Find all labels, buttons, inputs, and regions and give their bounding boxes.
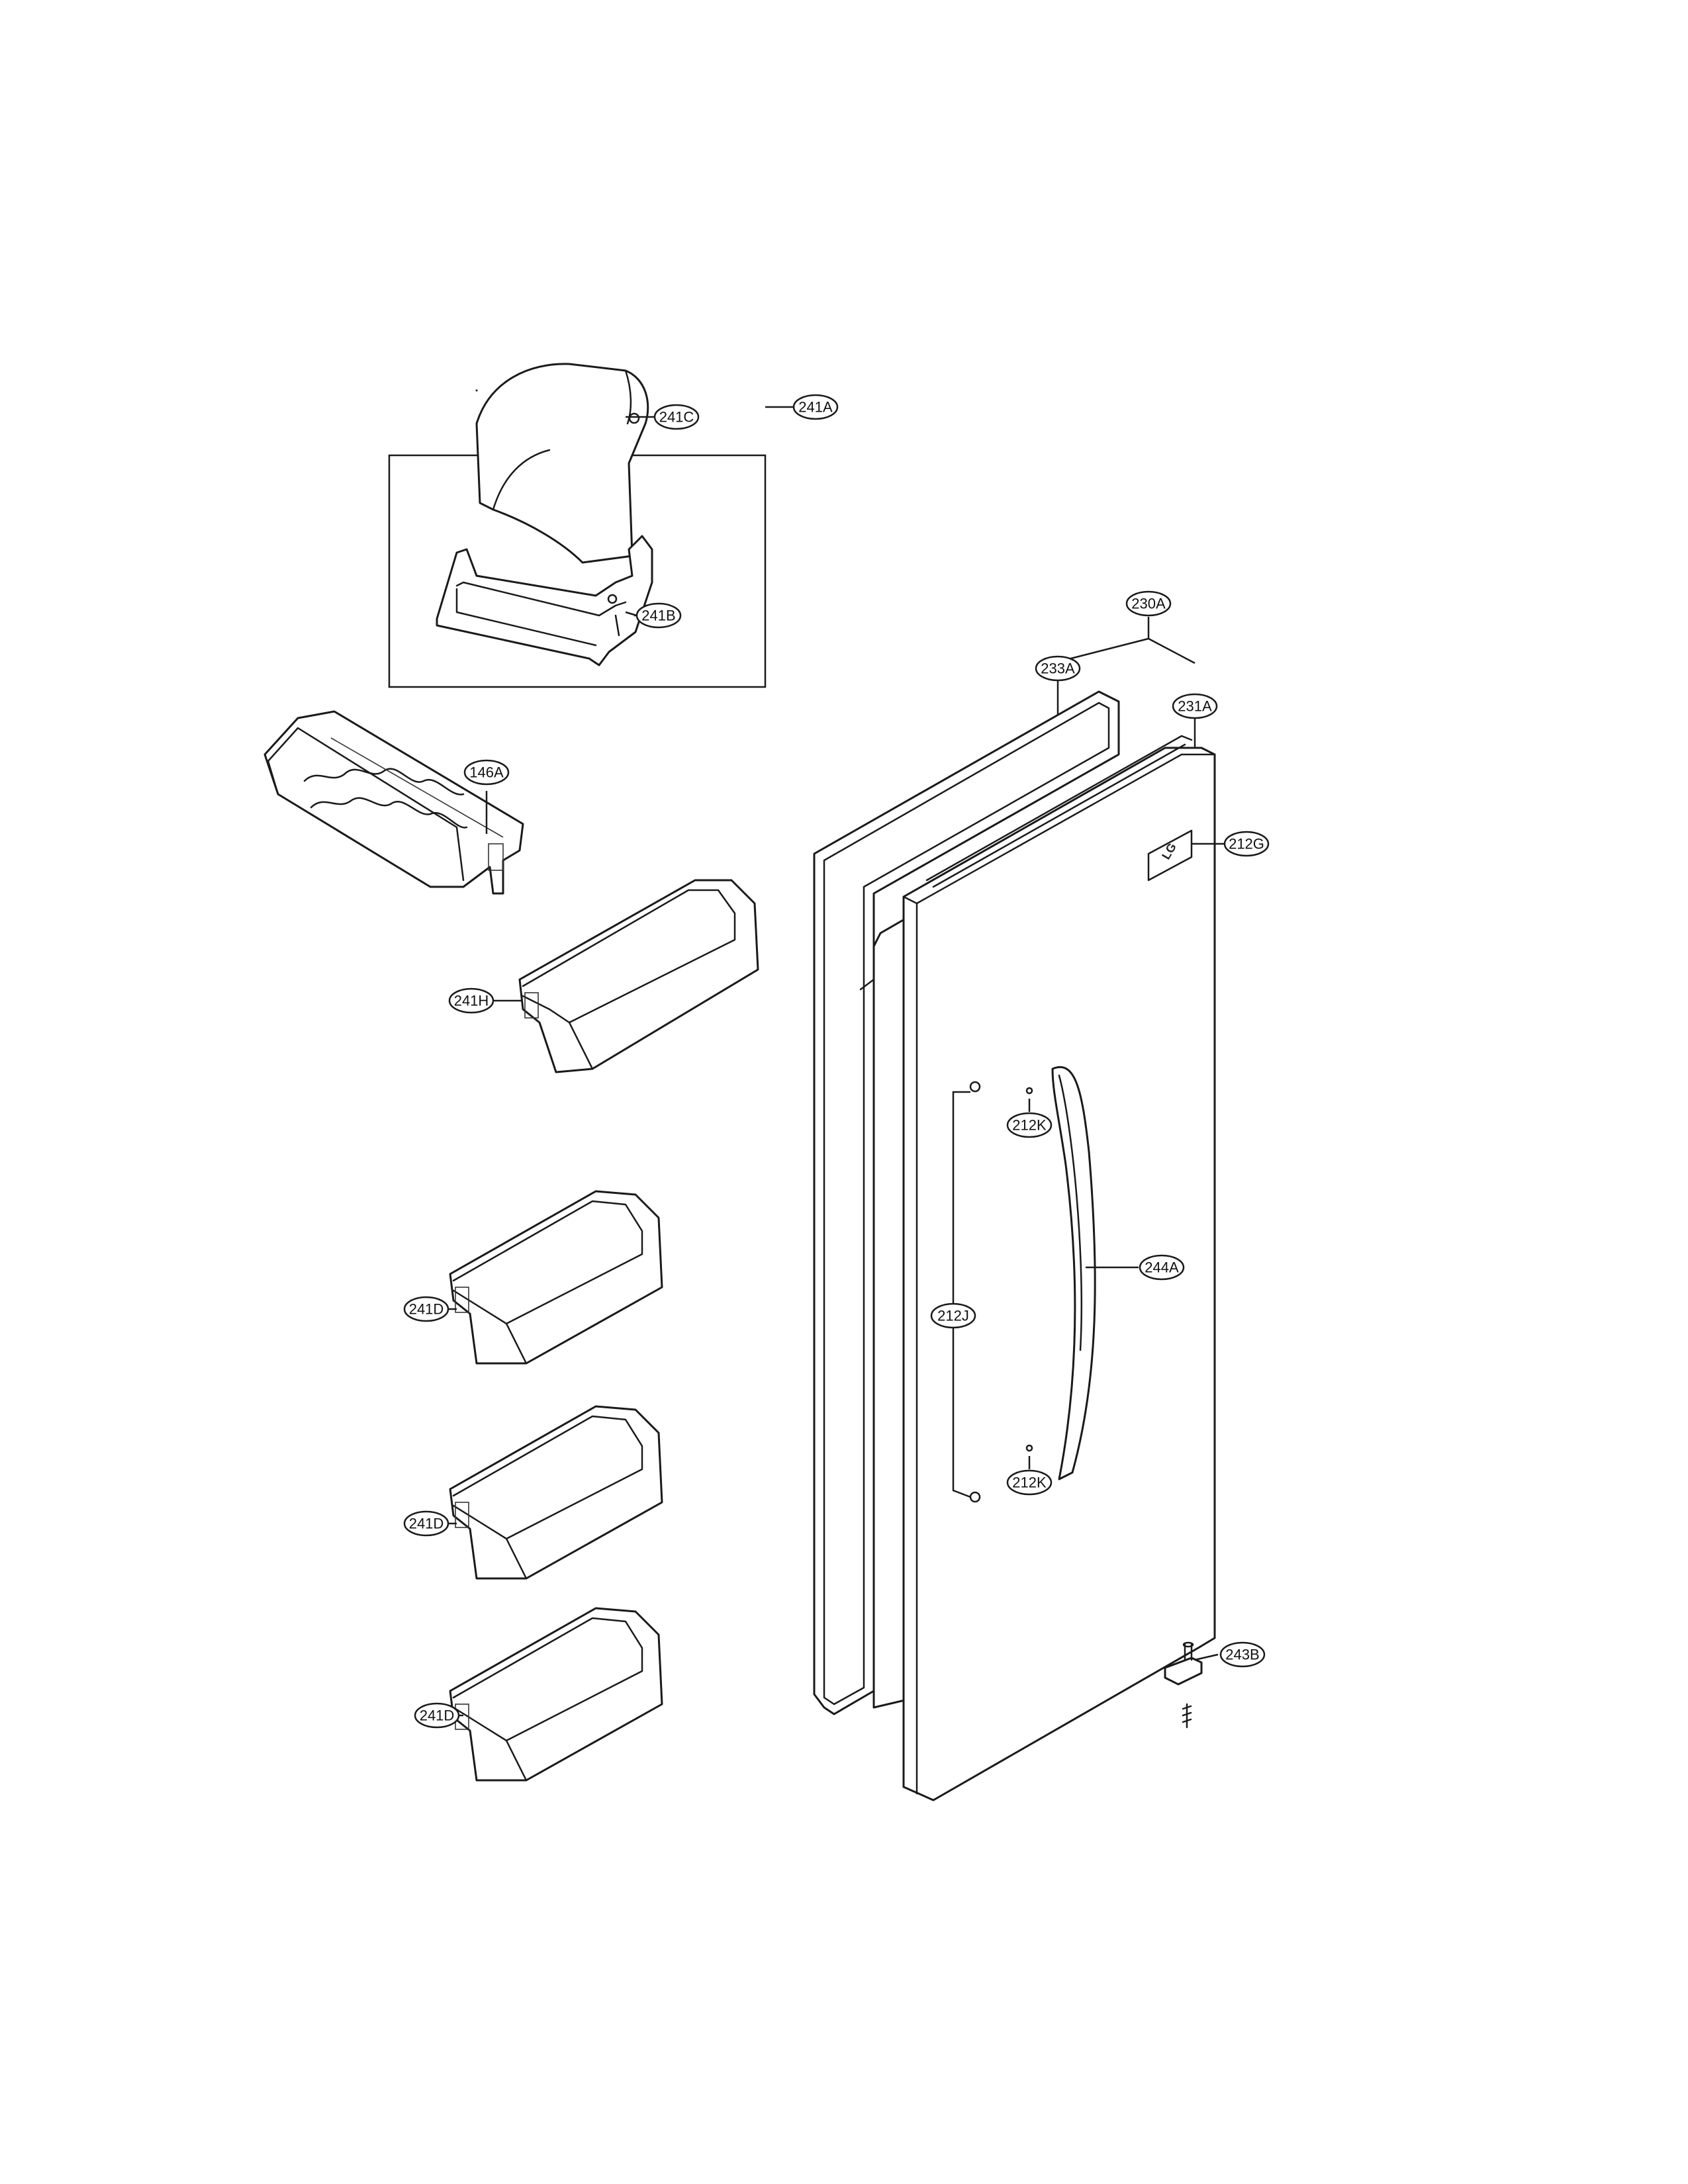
- bin-241d-middle: [449, 1405, 663, 1580]
- cap-bottom: [1025, 1444, 1033, 1452]
- callout-241c-text: 241C: [659, 409, 694, 426]
- callout-241c: 241C: [653, 404, 700, 430]
- door-hinge: [1164, 1641, 1203, 1729]
- shelf-clip: [488, 843, 504, 871]
- callout-212g: 212G: [1223, 831, 1270, 857]
- bin-241h-rim: [522, 889, 736, 1024]
- leader-241b: [625, 611, 637, 617]
- bin-241d-middle-rim: [452, 1415, 643, 1540]
- leader-230a: [1057, 617, 1196, 664]
- callout-244a-text: 244A: [1145, 1259, 1179, 1276]
- door-top-lip: [925, 735, 1193, 882]
- callout-243b-text: 243B: [1225, 1647, 1259, 1663]
- handle-screw-top: [969, 1081, 981, 1093]
- callout-241d-bottom: 241D: [414, 1702, 460, 1729]
- bin-241d-middle-body: [449, 1405, 663, 1580]
- callout-230a: 230A: [1125, 590, 1172, 617]
- leader-243b: [1194, 1653, 1219, 1661]
- callout-241a: 241A: [792, 394, 839, 420]
- cover-edge-detail: [624, 369, 632, 425]
- gasket-inner: [823, 702, 1110, 1706]
- bin-241d-bottom-rim: [452, 1617, 643, 1742]
- callout-241a-text: 241A: [798, 399, 833, 416]
- bin-241d-top-edge: [505, 1322, 528, 1365]
- bin-241d-middle-edge: [505, 1537, 528, 1580]
- shelf-back-edge: [330, 737, 504, 838]
- bin-241d-top-rim: [452, 1200, 643, 1325]
- tray-side-detail: [614, 614, 620, 637]
- bin-241h-clip: [524, 992, 539, 1019]
- callout-146a: 146A: [463, 759, 510, 786]
- callout-230a-text: 230A: [1131, 596, 1166, 612]
- bin-241h: [518, 879, 759, 1073]
- tray-base-edge: [455, 588, 597, 647]
- callout-243b: 243B: [1219, 1641, 1266, 1668]
- callout-212j: 212J: [930, 1302, 976, 1329]
- callout-241h-text: 241H: [454, 993, 489, 1009]
- cover-curve-detail: [492, 449, 551, 511]
- callout-231a-text: 231A: [1178, 698, 1212, 715]
- callout-244a: 244A: [1139, 1254, 1185, 1281]
- shelf-wave-detail-1: [303, 768, 465, 796]
- callout-233a: 233A: [1035, 655, 1081, 682]
- callout-241d-top-text: 241D: [409, 1301, 444, 1318]
- handle-highlight: [1058, 1074, 1083, 1351]
- bin-241d-middle-clip: [455, 1502, 469, 1528]
- door-top-edge: [902, 753, 1216, 905]
- callout-241b: 241B: [635, 602, 682, 629]
- bin-241d-top-clip: [455, 1287, 469, 1313]
- cap-top: [1025, 1087, 1033, 1095]
- shelf-wave-detail-2: [310, 797, 468, 829]
- callout-241h: 241H: [448, 987, 494, 1014]
- callout-212k-top: 212K: [1006, 1112, 1053, 1138]
- callout-231a: 231A: [1172, 693, 1218, 719]
- door-top-inner: [932, 743, 1186, 888]
- callout-212j-text: 212J: [937, 1308, 969, 1324]
- leader-lines: [448, 406, 1225, 1717]
- shelf-146a: [263, 710, 524, 895]
- cover-pivot: [628, 412, 640, 424]
- callout-241d-bottom-text: 241D: [420, 1707, 455, 1724]
- door-front-panel: [902, 747, 1216, 1801]
- callout-212g-text: 212G: [1229, 836, 1264, 852]
- tray-screw: [607, 594, 618, 604]
- bin-241d-bottom: [449, 1607, 663, 1782]
- callout-212k-bottom-text: 212K: [1012, 1475, 1047, 1491]
- callout-241d-top: 241D: [403, 1296, 449, 1322]
- shelf-inner-edge: [267, 727, 465, 882]
- door-liner-tab: [859, 978, 875, 991]
- bin-241h-body: [518, 879, 759, 1073]
- callout-241d-middle: 241D: [403, 1510, 449, 1537]
- dispenser-cover: [475, 363, 649, 564]
- bin-241d-top-body: [449, 1190, 663, 1365]
- dispenser-tray: [436, 535, 653, 666]
- callout-146a-text: 146A: [469, 764, 504, 781]
- bin-241h-front-edge: [568, 1021, 594, 1070]
- bin-241d-bottom-edge: [505, 1739, 528, 1782]
- callout-233a-text: 233A: [1041, 660, 1075, 677]
- hinge-screw: [1182, 1703, 1192, 1729]
- leader-212j: [952, 1091, 971, 1498]
- tray-inner-rim: [455, 581, 627, 617]
- hinge-pin-top: [1182, 1641, 1194, 1648]
- dispenser-assembly-group: [388, 363, 767, 688]
- callout-241b-text: 241B: [641, 608, 675, 624]
- bin-241d-top: [449, 1190, 663, 1365]
- bin-241d-bottom-body: [449, 1607, 663, 1782]
- logo-plate: [1147, 829, 1193, 882]
- hinge-pin: [1184, 1643, 1193, 1661]
- refrigerator-door: LG: [902, 735, 1216, 1801]
- callout-212k-bottom: 212K: [1006, 1469, 1053, 1496]
- callout-241d-middle-text: 241D: [409, 1516, 444, 1532]
- callout-212k-top-text: 212K: [1012, 1117, 1047, 1134]
- door-handle: [1051, 1066, 1096, 1480]
